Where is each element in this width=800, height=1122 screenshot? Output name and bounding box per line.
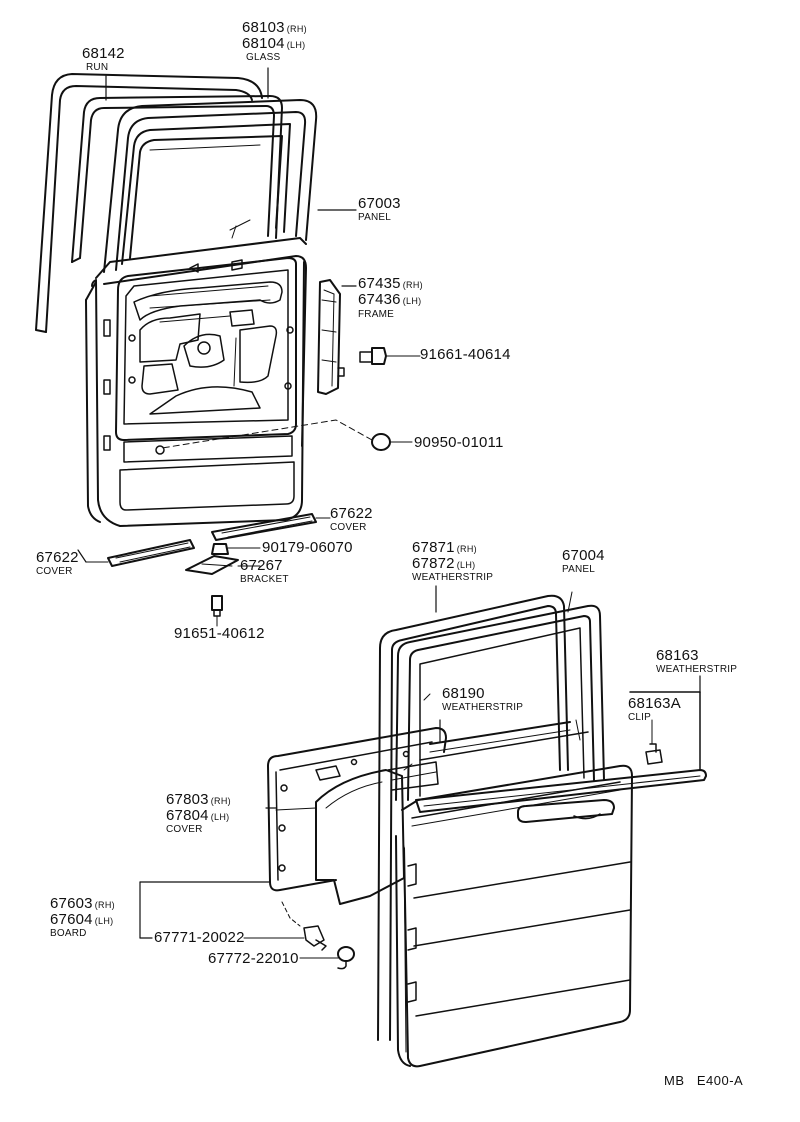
cover-67622-left	[85, 539, 195, 567]
label-67603-board: 67603(RH) 67604(LH) BOARD	[50, 896, 115, 939]
label-90179-06070: 90179-06070	[262, 539, 353, 556]
part-number: 67622	[330, 505, 373, 522]
part-name: RUN	[86, 62, 109, 73]
sliding-door-panel-67004	[395, 591, 633, 1068]
label-91661-40614: 91661-40614	[420, 346, 511, 363]
side-suffix: (LH)	[94, 916, 114, 926]
label-67267-bracket: 67267 BRACKET	[240, 558, 289, 585]
label-67803-cover: 67803(RH) 67804(LH) COVER	[166, 792, 231, 835]
part-number: 67603	[50, 895, 93, 912]
part-number: 67267	[240, 557, 283, 574]
plug-90950-01011	[161, 419, 413, 451]
label-67772-22010: 67772-22010	[208, 950, 299, 967]
label-68103-glass: 68103(RH) 68104(LH) GLASS	[242, 20, 307, 63]
label-68163a-clip: 68163A CLIP	[628, 696, 681, 723]
part-name: COVER	[166, 824, 203, 835]
part-name: WEATHERSTRIP	[412, 572, 494, 583]
part-name: COVER	[330, 522, 367, 533]
label-67622-cover-right: 67622 COVER	[330, 506, 373, 533]
label-67622-cover-left: 67622 COVER	[36, 550, 79, 577]
clip-68163a	[645, 719, 663, 765]
side-suffix: (RH)	[94, 900, 115, 910]
part-name: FRAME	[358, 309, 394, 320]
side-suffix: (RH)	[210, 796, 231, 806]
part-name: WEATHERSTRIP	[442, 702, 524, 713]
side-suffix: (RH)	[402, 280, 423, 290]
label-67871-weatherstrip: 67871(RH) 67872(LH) WEATHERSTRIP	[412, 540, 493, 583]
side-suffix: (LH)	[286, 40, 306, 50]
label-68190-weatherstrip: 68190 WEATHERSTRIP	[442, 686, 523, 713]
part-name: BOARD	[50, 928, 87, 939]
clip-67771-20022	[243, 901, 327, 951]
label-67003-panel: 67003 PANEL	[358, 196, 401, 223]
part-number: 68103	[242, 19, 285, 36]
cover-67622-right	[211, 513, 331, 541]
trim-board-67603	[267, 727, 447, 892]
bracket-67267	[185, 555, 261, 575]
part-number: 67436	[358, 291, 401, 308]
part-number: 68142	[82, 45, 125, 62]
part-number: 68163	[656, 647, 699, 664]
weatherstrip-68163	[415, 691, 707, 813]
run-channel-68142	[35, 73, 263, 333]
part-name: CLIP	[628, 712, 652, 723]
part-name: PANEL	[562, 564, 596, 575]
label-67771-20022: 67771-20022	[154, 929, 245, 946]
diagram-code: MB E400-A	[664, 1073, 744, 1088]
glass-68103	[71, 95, 283, 263]
part-name: COVER	[36, 566, 73, 577]
weatherstrip-68190	[403, 721, 589, 771]
rear-door-panel-67003	[85, 99, 318, 527]
label-67004-panel: 67004 PANEL	[562, 548, 605, 575]
glass-frame-67435	[317, 279, 345, 395]
part-name: WEATHERSTRIP	[656, 664, 738, 675]
part-number: 67804	[166, 807, 209, 824]
part-number: 67871	[412, 539, 455, 556]
part-number: 68190	[442, 685, 485, 702]
part-number: 67872	[412, 555, 455, 572]
part-number: 68104	[242, 35, 285, 52]
label-68163-weatherstrip: 68163 WEATHERSTRIP	[656, 648, 737, 675]
label-91651-40612: 91651-40612	[174, 625, 265, 642]
label-67435-frame: 67435(RH) 67436(LH) FRAME	[358, 276, 423, 320]
side-suffix: (LH)	[210, 812, 230, 822]
part-number: 67604	[50, 911, 93, 928]
part-number: 67003	[358, 195, 401, 212]
side-suffix: (RH)	[286, 24, 307, 34]
label-90950-01011: 90950-01011	[414, 434, 504, 451]
bolt-91661-40614	[359, 347, 421, 365]
clip-67772-22010	[299, 946, 355, 970]
part-number: 67004	[562, 547, 605, 564]
bolt-91651-40612	[211, 595, 223, 627]
side-suffix: (LH)	[402, 296, 422, 306]
part-name: PANEL	[358, 212, 392, 223]
leader-lines	[77, 67, 701, 939]
part-number: 67803	[166, 791, 209, 808]
side-suffix: (RH)	[456, 544, 477, 554]
nut-90179-06070	[211, 543, 261, 555]
part-number: 67622	[36, 549, 79, 566]
part-number: 67435	[358, 275, 401, 292]
label-68142-run: 68142 RUN	[82, 46, 125, 73]
part-name: BRACKET	[240, 574, 289, 585]
part-name: GLASS	[246, 52, 281, 63]
service-cover-67803	[275, 769, 405, 905]
side-suffix: (LH)	[456, 560, 476, 570]
part-number: 68163A	[628, 695, 681, 712]
